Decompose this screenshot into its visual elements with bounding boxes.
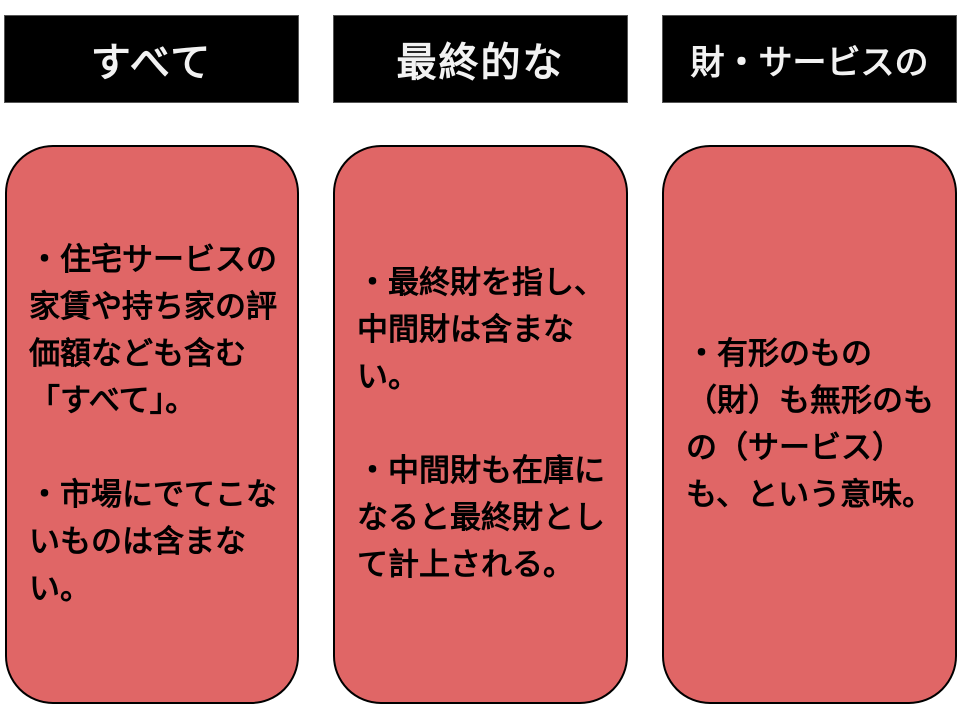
header-goods-services: 財・サービスの	[662, 15, 957, 103]
header-goods-services-label: 財・サービスの	[690, 42, 929, 83]
header-all: すべて	[4, 15, 299, 103]
card-goods-services-explanation: ・有形のもの（財）も無形のもの（サービス）も、という意味。	[662, 145, 957, 704]
header-all-label: すべて	[90, 40, 213, 86]
card-final-explanation: ・最終財を指し、中間財は含まない。 ・中間財も在庫になると最終財として計上される…	[333, 145, 628, 704]
header-final-label: 最終的な	[396, 40, 565, 86]
card-final-bullet-1: ・最終財を指し、中間財は含まない。	[357, 265, 605, 395]
header-final: 最終的な	[333, 15, 628, 103]
card-final-bullet-2: ・中間財も在庫になると最終財として計上される。	[357, 453, 605, 583]
card-all-bullet-2: ・市場にでてこないものは含まない。	[29, 476, 277, 607]
card-goods-services-bullet-1: ・有形のもの（財）も無形のもの（サービス）も、という意味。	[686, 335, 934, 513]
card-all-bullet-1: ・住宅サービスの家賃や持ち家の評価額なども含む「すべて」。	[29, 241, 277, 419]
card-all-explanation: ・住宅サービスの家賃や持ち家の評価額なども含む「すべて」。 ・市場にでてこないも…	[5, 145, 299, 704]
